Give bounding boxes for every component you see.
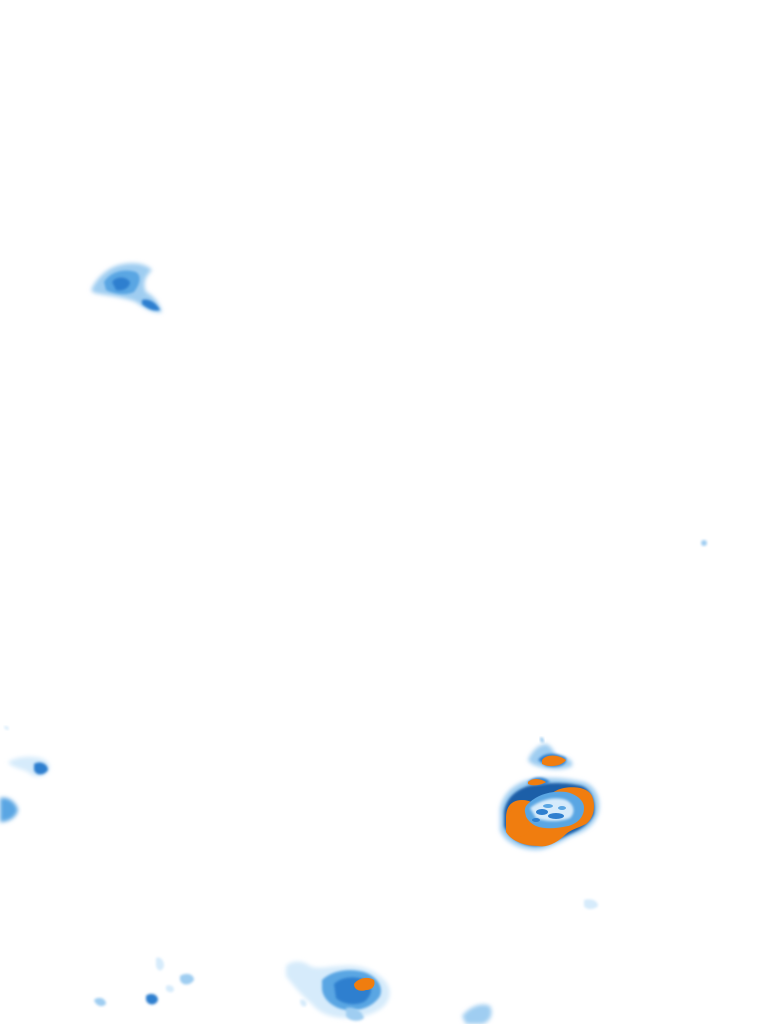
precip-cell-west-lower bbox=[0, 726, 50, 822]
storm-cell-southeast bbox=[500, 777, 600, 850]
storm-cell-northeast-small bbox=[528, 737, 573, 786]
precip-speck-southeast bbox=[584, 899, 598, 909]
precip-cells-bottom bbox=[94, 957, 492, 1024]
precip-speck-east bbox=[701, 540, 707, 546]
precip-cell-northwest bbox=[91, 263, 162, 313]
